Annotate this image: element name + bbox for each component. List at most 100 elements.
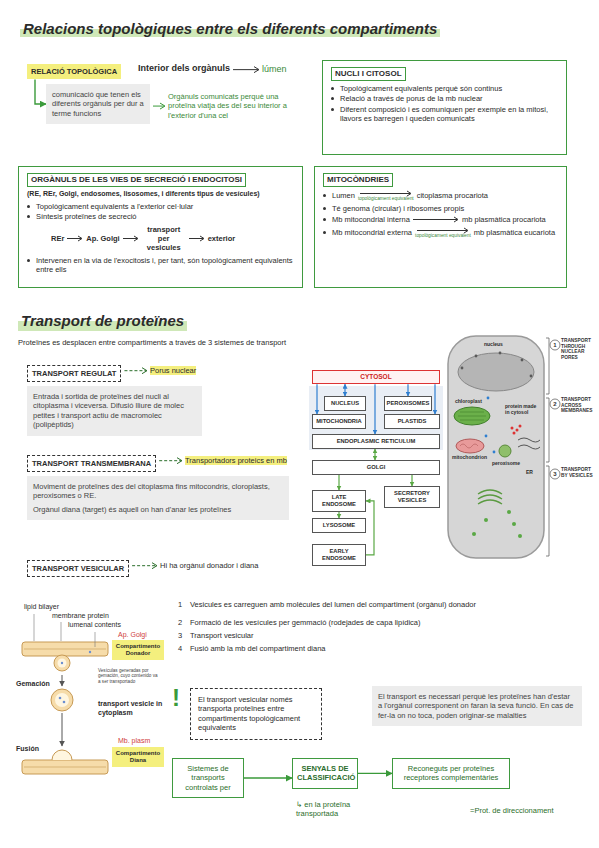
note-box: Moviment de proteïnes des del citoplasma… — [27, 476, 289, 520]
arrow-head — [152, 563, 157, 569]
compartment-tag: Compartimento Diana — [112, 747, 164, 767]
compartment-box: EARLY ENDOSOME — [312, 544, 366, 566]
node-text: Té genoma (circular) i ribosomes propis — [332, 204, 464, 213]
part-label: nucleus — [484, 342, 503, 348]
node-text: LATE ENDOSOME — [322, 494, 356, 507]
bullet — [27, 205, 30, 208]
part-note: Vesículas generadas por gemación, cuyo c… — [98, 668, 160, 684]
compartment-box: CYTOSOL — [312, 370, 440, 384]
node-text: mb plasmàtica procariota — [462, 215, 546, 224]
target-text: Transportadors proteics en mb — [185, 456, 287, 465]
transport-type: TRANSPORT TRANSMEMBRANA — [27, 455, 156, 472]
note-text: =Prot. de direccionament — [470, 806, 554, 815]
connector — [434, 384, 435, 414]
note-box: Entrada i sortida de proteïnes del nucli… — [27, 386, 202, 436]
bullet — [331, 87, 334, 90]
node-text: Ap. Golgi — [86, 234, 119, 243]
arrow-head — [254, 67, 259, 73]
node-text: ENDOPLASMIC RETICULUM — [337, 438, 416, 444]
node-text: (RE, REr, Golgi, endosomes, lisosomes, i… — [27, 190, 260, 197]
part-label: transport vesicle in cytoplasm — [98, 700, 168, 718]
node-text: Compartimento Diana — [116, 750, 160, 763]
note-text: Orgànuls comunicats perquè una proteïna … — [168, 92, 303, 120]
note-text: ↳ en la proteïna transportada — [296, 800, 370, 819]
step-label: Fusión — [16, 745, 39, 754]
node-text: LYSOSOME — [323, 522, 355, 528]
list-number: 4 — [178, 644, 188, 653]
node-text: Moviment de proteïnes des del citoplasma… — [33, 482, 270, 500]
pointer-arrow — [124, 370, 146, 371]
node-text: Topològicament equivalents a l'exterior … — [36, 202, 193, 211]
connector — [358, 773, 392, 774]
warning-mark: ! — [172, 686, 184, 710]
node-text: transport per vesicules — [142, 225, 186, 253]
part-label: protein made in cytosol — [505, 404, 541, 416]
bullet — [331, 108, 334, 111]
part-label: ER — [526, 470, 533, 476]
node-text: REr — [51, 234, 64, 243]
arrow-icon — [417, 227, 469, 234]
part-label: membrane protein — [52, 612, 109, 621]
node-text: MITOCÒNDRIES — [323, 173, 393, 187]
section-heading: Transport de proteïnes — [18, 312, 187, 331]
connector — [338, 475, 339, 490]
arrow-icon — [123, 235, 139, 242]
node-text: ORGÀNULS DE LES VIES DE SECRECIÓ I ENDOC… — [27, 173, 246, 187]
arrow-icon — [189, 235, 205, 242]
keyword: lúmen — [262, 64, 287, 75]
topic-box: ORGÀNULS DE LES VIES DE SECRECIÓ I ENDOC… — [18, 166, 303, 288]
bullet — [27, 215, 30, 218]
node-text: Orgànul diana (target) és aquell on han … — [33, 505, 231, 514]
node-text: citoplasma procariota — [417, 191, 488, 200]
callout-bracket — [546, 338, 560, 556]
compartment-box: LYSOSOME — [312, 518, 366, 533]
target-text: Hi ha orgànul donador i diana — [160, 561, 258, 570]
flow-box: Sistemes de transports controlats per — [172, 758, 244, 798]
part-label: peroxisome — [492, 461, 520, 467]
highlight-label: RELACIÓ TOPOLÒGICA — [27, 64, 121, 79]
node-text: Intervenen en la via de l'exocitosis i, … — [36, 256, 294, 275]
part-label: chloroplast — [455, 399, 482, 405]
node-text: Compartimento Donador — [116, 643, 160, 656]
topic-box: NUCLI I CITOSOLTopològicament equivalent… — [322, 60, 567, 155]
flow-box: SENYALS DE CLASSIFICACIÓ — [292, 758, 358, 789]
page-title: Relacions topològiques entre els diferen… — [20, 20, 440, 37]
transport-type: TRANSPORT VESICULAR — [27, 560, 129, 577]
node-text: EARLY ENDOSOME — [322, 548, 356, 561]
topic-box: MITOCÒNDRIESLumentopològicament equivale… — [314, 166, 567, 288]
node-text: SENYALS DE CLASSIFICACIÓ — [297, 764, 355, 782]
connector — [374, 384, 375, 434]
compartment-box: GOLGI — [312, 460, 440, 475]
keyword: Interior dels orgànuls — [138, 63, 230, 74]
node-text: SECRETORY VESICLES — [394, 490, 430, 503]
node-text: TRANSPORT REGULAT — [32, 369, 116, 378]
connector — [35, 79, 46, 104]
part-label: mitochondrion — [452, 455, 487, 461]
transport-type: TRANSPORT REGULAT — [27, 365, 121, 382]
callout-text: TRANSPORT BY VESICLES — [561, 467, 597, 478]
node-text: mb plasmàtica eucariota — [474, 228, 555, 237]
node-text: TRANSPORT TRANSMEMBRANA — [32, 459, 151, 468]
node-text: Mb mitocondrial interna — [332, 215, 410, 224]
arrow-icon — [360, 190, 412, 197]
bullet — [323, 207, 326, 210]
connector — [374, 449, 375, 460]
compartment-box: ENDOPLASMIC RETICULUM — [312, 434, 440, 449]
part-label: lumenal contents — [68, 621, 121, 630]
node-text: CYTOSOL — [360, 373, 391, 380]
bullet — [323, 218, 326, 221]
node-text: PLASTIDS — [398, 418, 427, 424]
note-box: comunicació que tenen els diferents orgà… — [46, 84, 150, 124]
connector — [411, 475, 412, 486]
warning-box: El transport vesicular només transporta … — [190, 688, 322, 740]
node-text: Reconeguts per proteïnes receptores comp… — [404, 764, 499, 782]
note-box: El transport es necessari perquè les pro… — [372, 686, 582, 726]
compartment-box: MITOCHONDRIA — [312, 414, 366, 429]
intro-text: Proteïnes es desplacen entre compartimen… — [18, 338, 358, 347]
bullet — [331, 97, 334, 100]
callout-number: 2 — [551, 401, 559, 407]
compartment-box: PEROXISOMES — [384, 396, 432, 411]
pointer-arrow — [153, 106, 164, 107]
compartment-box: SECRETORY VESICLES — [384, 486, 440, 508]
pointer-arrow — [159, 460, 181, 461]
